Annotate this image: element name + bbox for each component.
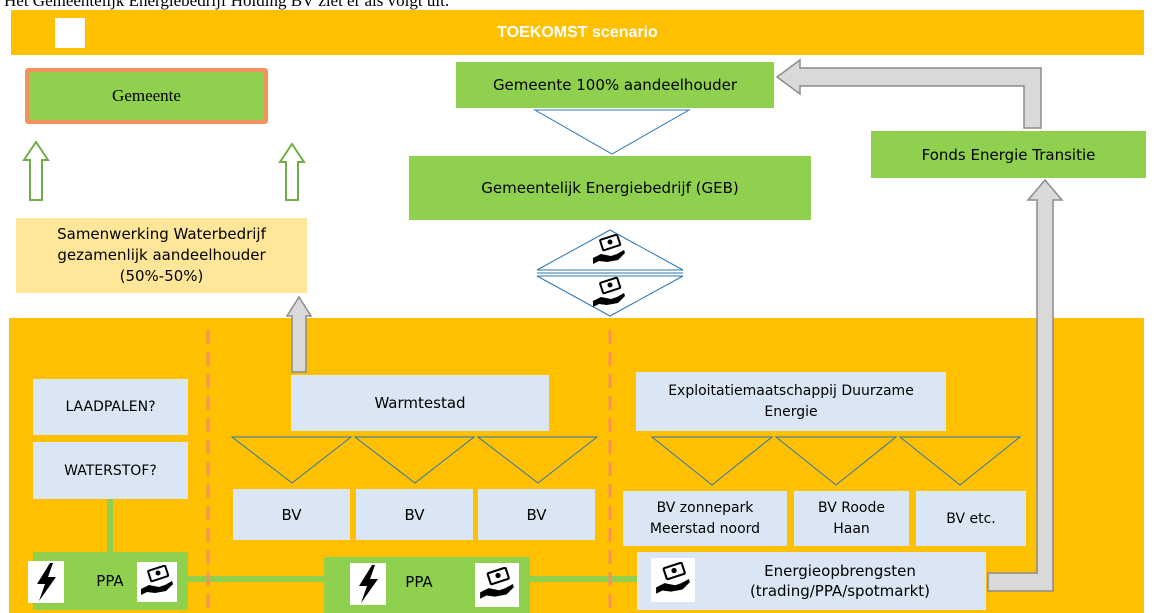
money-hand-icon bbox=[590, 233, 628, 269]
bv-box-2: BV bbox=[356, 489, 473, 540]
connector-horizontal-2 bbox=[530, 576, 637, 582]
lightning-icon bbox=[28, 561, 64, 603]
fonds-box: Fonds Energie Transitie bbox=[871, 131, 1146, 178]
ppa-group-1: PPA bbox=[28, 552, 188, 610]
bv-zonnepark-box: BV zonnepark Meerstad noord bbox=[623, 491, 787, 546]
warmtestad-box: Warmtestad bbox=[291, 375, 549, 431]
exploitatie-line-1: Exploitatiemaatschappij Duurzame bbox=[668, 382, 914, 399]
grey-flow-arrow-icon bbox=[775, 58, 1042, 129]
exploitatie-line-2: Energie bbox=[764, 403, 818, 420]
connector-vertical bbox=[107, 499, 113, 552]
samenwerking-line-2: gezamenlijk aandeelhouder bbox=[57, 246, 266, 264]
energieopbrengsten-line-2: (trading/PPA/spotmarkt) bbox=[749, 582, 931, 600]
samenwerking-line-3: (50%-50%) bbox=[119, 267, 204, 285]
ppa-label-1: PPA bbox=[96, 572, 124, 590]
bv-box-3: BV bbox=[478, 489, 595, 540]
geb-box: Gemeentelijk Energiebedrijf (GEB) bbox=[409, 156, 811, 220]
money-hand-icon bbox=[651, 558, 695, 602]
samenwerking-line-1: Samenwerking Waterbedrijf bbox=[57, 225, 266, 243]
bv-box-1: BV bbox=[233, 489, 350, 540]
energieopbrengsten-box: Energieopbrengsten (trading/PPA/spotmark… bbox=[637, 552, 986, 610]
triangle-shareholder bbox=[533, 109, 691, 155]
top-caption: Het Gemeentelijk Energiebedrijf Holding … bbox=[4, 0, 450, 10]
money-hand-icon bbox=[590, 276, 628, 312]
laadpalen-box: LAADPALEN? bbox=[33, 379, 188, 435]
waterstof-box: WATERSTOF? bbox=[33, 442, 188, 499]
lightning-icon bbox=[350, 563, 386, 605]
bv-roode-haan-box: BV Roode Haan bbox=[794, 491, 909, 546]
bv-roode-line-1: BV Roode bbox=[818, 499, 885, 516]
shareholder-box: Gemeente 100% aandeelhouder bbox=[456, 62, 774, 108]
gemeente-box: Gemeente bbox=[25, 68, 268, 124]
banner-title: TOEKOMST scenario bbox=[497, 23, 658, 41]
ppa-label-2: PPA bbox=[405, 573, 433, 591]
energieopbrengsten-text: Energieopbrengsten (trading/PPA/spotmark… bbox=[699, 552, 981, 610]
bv-roode-line-2: Haan bbox=[833, 520, 870, 537]
ppa-group-2: PPA bbox=[324, 557, 530, 613]
hollow-up-arrow-icon bbox=[22, 140, 50, 201]
bv-zonnepark-line-2: Meerstad noord bbox=[649, 520, 761, 537]
bv-zonnepark-line-1: BV zonnepark bbox=[656, 499, 754, 516]
samenwerking-box: Samenwerking Waterbedrijf gezamenlijk aa… bbox=[16, 218, 307, 293]
top-banner: TOEKOMST scenario bbox=[11, 10, 1144, 55]
bv-etc-box: BV etc. bbox=[916, 491, 1026, 546]
exploitatie-box: Exploitatiemaatschappij Duurzame Energie bbox=[636, 372, 946, 431]
money-hand-icon bbox=[475, 563, 519, 607]
hollow-up-arrow-icon bbox=[278, 142, 306, 201]
banner-white-square bbox=[55, 18, 85, 48]
connector-horizontal-1 bbox=[188, 576, 324, 582]
energieopbrengsten-line-1: Energieopbrengsten bbox=[764, 562, 916, 580]
money-hand-icon bbox=[137, 562, 177, 602]
